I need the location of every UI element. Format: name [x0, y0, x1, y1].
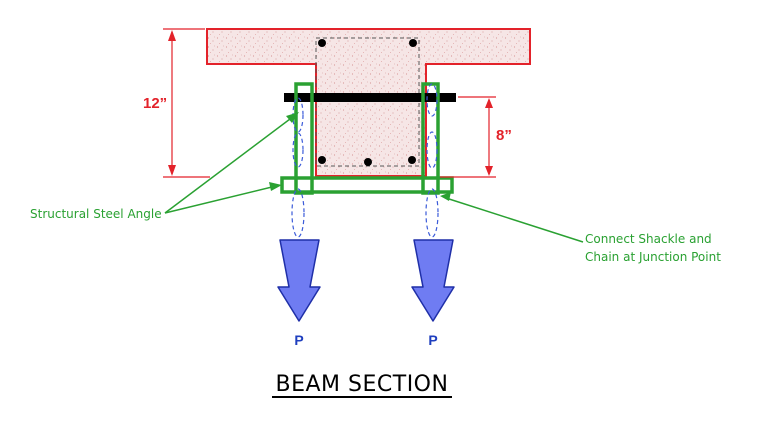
load-label-right: P: [428, 332, 437, 348]
diagram-title: BEAM SECTION: [276, 372, 449, 397]
t-beam-concrete: [206, 28, 531, 177]
rebar-top-left: [318, 39, 326, 47]
dimension-overall-depth: [163, 28, 210, 178]
stirrup-outline: [315, 37, 420, 167]
steel-angle-bottom: [280, 176, 454, 194]
rebar-bottom-right: [408, 156, 416, 164]
bearing-bar: [284, 93, 456, 102]
dimension-web-label: 8”: [496, 127, 512, 144]
load-label-left: P: [294, 332, 303, 348]
note-shackle-line-1: Connect Shackle and: [585, 232, 712, 246]
note-structural-steel-angle: Structural Steel Angle: [30, 207, 162, 221]
rebar-top-right: [409, 39, 417, 47]
chain-right: [425, 83, 439, 238]
angle-leader-lines: [164, 112, 299, 214]
shackle-leader-line: [440, 192, 584, 243]
load-arrow-right: [411, 239, 455, 322]
rebar-bottom-left: [318, 156, 326, 164]
dimension-overall-label: 12”: [143, 95, 167, 112]
load-arrow-left: [277, 239, 321, 322]
note-shackle-line-2: Chain at Junction Point: [585, 250, 721, 264]
dimension-web-depth: [440, 96, 496, 178]
rebar-bottom-middle: [364, 158, 372, 166]
